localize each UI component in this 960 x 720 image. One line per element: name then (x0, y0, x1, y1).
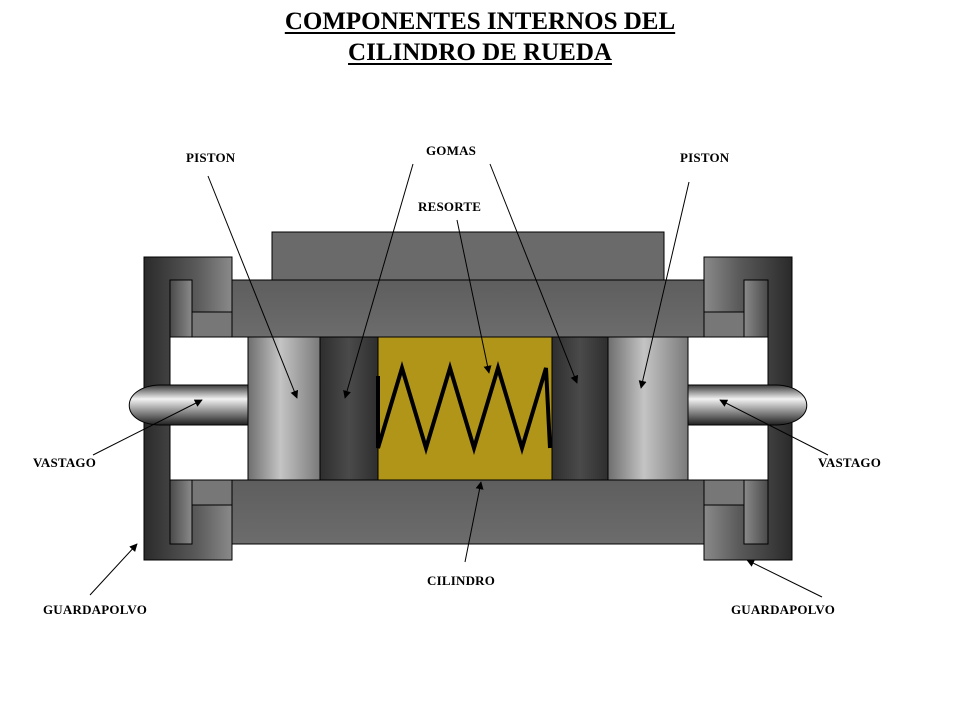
cylinder-wall-top (229, 279, 707, 338)
spring (376, 361, 552, 455)
arrow-resorte (456, 219, 492, 374)
label-guardapolvo-left: GUARDAPOLVO (43, 602, 148, 617)
label-cilindro: CILINDRO (427, 573, 496, 588)
label-vastago-right: VASTAGO (818, 455, 882, 470)
arrow-cilindro (464, 481, 484, 563)
label-vastago-left: VASTAGO (33, 455, 97, 470)
push-rod-left (128, 384, 251, 426)
arrow-gomas-right (489, 163, 579, 384)
dust-boot-left (143, 256, 233, 561)
label-guardapolvo-right: GUARDAPOLVO (731, 602, 836, 617)
leader-lines (89, 163, 829, 598)
diagram-title: COMPONENTES INTERNOS DEL CILINDRO DE RUE… (0, 6, 960, 68)
push-rod-right (685, 384, 808, 426)
label-piston-right: PISTON (680, 150, 730, 165)
arrow-piston-left (207, 175, 299, 399)
arrow-piston-right (638, 181, 690, 389)
piston-right (607, 336, 689, 481)
cylinder-wall-bottom (229, 479, 707, 545)
label-gomas: GOMAS (426, 143, 477, 158)
arrow-gomas-left (343, 163, 414, 399)
arrow-guardapolvo-left (89, 543, 138, 596)
label-piston-left: PISTON (186, 150, 236, 165)
dust-boot-right (703, 256, 793, 561)
arrow-vastago-left (92, 399, 203, 456)
spring-chamber (377, 336, 553, 481)
rubber-cup-left (319, 336, 379, 481)
label-resorte: RESORTE (418, 199, 482, 214)
title-line-1: COMPONENTES INTERNOS DEL (284, 8, 676, 35)
rubber-cup-right (551, 336, 609, 481)
title-line-2: CILINDRO DE RUEDA (348, 39, 612, 66)
arrow-guardapolvo-right (746, 559, 823, 598)
arrow-vastago-right (719, 399, 829, 456)
piston-left (247, 336, 321, 481)
